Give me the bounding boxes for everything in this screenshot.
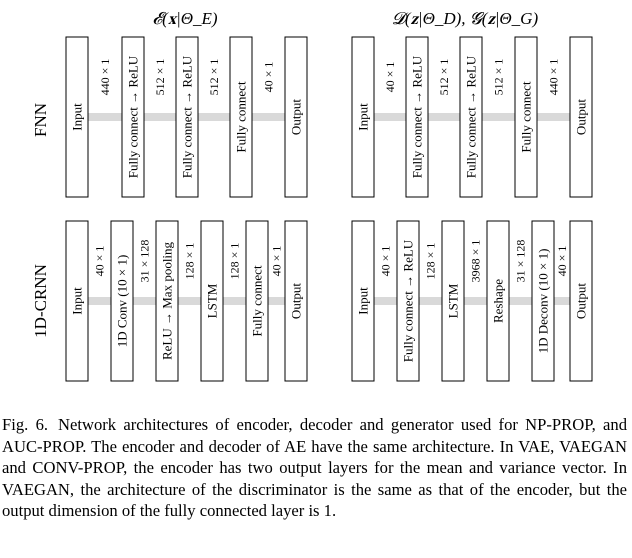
fnn-encoder-connector	[144, 113, 176, 121]
fnn-encoder-connector	[88, 113, 122, 121]
crnn-decoder-label-input: Input	[356, 287, 371, 315]
crnn-decoder-block-reshape	[486, 220, 510, 382]
fnn-decoder-dim-440-1: 440 × 1	[547, 59, 561, 96]
fnn-decoder-block-output	[569, 36, 593, 198]
fnn-encoder-block-fully-connect-relu	[121, 36, 145, 198]
crnn-decoder-label-lstm: LSTM	[446, 283, 461, 318]
crnn-encoder-connector	[268, 297, 285, 305]
fnn-encoder-label-input: Input	[70, 103, 85, 131]
crnn-decoder-label-fully-connect-relu: Fully connect → ReLU	[401, 239, 416, 362]
fnn-decoder-label-fully-connect-relu: Fully connect → ReLU	[464, 55, 479, 178]
crnn-encoder-block-relu-max-pooling	[155, 220, 179, 382]
fnn-decoder-block-fully-connect	[514, 36, 538, 198]
crnn-decoder-dim-3968-1: 3968 × 1	[469, 240, 483, 283]
fnn-encoder-panel: 440 × 1 512 × 1 512 × 1 40 × 1 Input Fully co…	[65, 36, 308, 198]
crnn-decoder-dim-40-1: 40 × 1	[555, 246, 569, 277]
caption-text: Network architectures of encoder, decode…	[2, 415, 627, 520]
figure-number: Fig. 6.	[2, 415, 49, 434]
crnn-decoder-dim-31-128: 31 × 128	[514, 240, 528, 283]
crnn-encoder-block-output	[284, 220, 308, 382]
fnn-encoder-label-output: Output	[289, 99, 304, 136]
fnn-encoder-block-output	[284, 36, 308, 198]
fnn-decoder-dim-512-1: 512 × 1	[437, 59, 451, 96]
crnn-encoder-label-1d-conv-10-1: 1D Conv (10 × 1)	[115, 255, 130, 348]
fnn-decoder-label-input: Input	[356, 103, 371, 131]
figure-caption: Fig. 6.Network architectures of encoder,…	[2, 414, 627, 522]
crnn-encoder-block-1d-conv-10-1	[110, 220, 134, 382]
row-label-crnn: 1D-CRNN	[31, 264, 50, 338]
fnn-encoder-label-fully-connect: Fully connect	[234, 81, 249, 153]
fnn-encoder-block-fully-connect	[229, 36, 253, 198]
fnn-encoder-connector	[252, 113, 285, 121]
architecture-diagram: 𝓔(𝐱|Θ_E) 𝓓(𝐳|Θ_D), 𝓖(𝐳|Θ_G) FNN 1D-CRNN …	[31, 9, 593, 382]
crnn-encoder-dim-128-1: 128 × 1	[183, 243, 197, 280]
fnn-decoder-dim-512-1: 512 × 1	[492, 59, 506, 96]
fnn-encoder-connector	[198, 113, 230, 121]
decoder-generator-header: 𝓓(𝐳|Θ_D), 𝓖(𝐳|Θ_G)	[392, 9, 539, 28]
fnn-encoder-block-fully-connect-relu	[175, 36, 199, 198]
crnn-decoder-block-lstm	[441, 220, 465, 382]
crnn-encoder-label-relu-max-pooling: ReLU → Max pooling	[160, 241, 175, 360]
fnn-encoder-dim-512-1: 512 × 1	[207, 59, 221, 96]
fnn-decoder-label-fully-connect: Fully connect	[519, 81, 534, 153]
crnn-encoder-dim-128-1: 128 × 1	[228, 243, 242, 280]
fnn-encoder-label-fully-connect-relu: Fully connect → ReLU	[180, 55, 195, 178]
fnn-encoder-label-fully-connect-relu: Fully connect → ReLU	[126, 55, 141, 178]
encoder-header: 𝓔(𝐱|Θ_E)	[152, 9, 218, 28]
crnn-decoder-label-output: Output	[574, 283, 589, 320]
crnn-decoder-panel: 40 × 1 128 × 1 3968 × 1 31 × 128 40 × 1 Input…	[351, 220, 593, 382]
crnn-decoder-connector	[554, 297, 570, 305]
crnn-decoder-connector	[509, 297, 532, 305]
crnn-encoder-connector	[133, 297, 156, 305]
fnn-decoder-dim-40-1: 40 × 1	[383, 62, 397, 93]
crnn-decoder-label-reshape: Reshape	[491, 279, 506, 323]
row-label-fnn: FNN	[31, 103, 50, 137]
fnn-decoder-connector	[374, 113, 406, 121]
fnn-decoder-label-fully-connect-relu: Fully connect → ReLU	[410, 55, 425, 178]
fnn-decoder-label-output: Output	[574, 99, 589, 136]
fnn-encoder-dim-512-1: 512 × 1	[153, 59, 167, 96]
crnn-decoder-block-fully-connect-relu	[396, 220, 420, 382]
fnn-encoder-block-input	[65, 36, 89, 198]
crnn-decoder-label-1d-deconv-10-1: 1D Deconv (10 × 1)	[536, 249, 551, 354]
crnn-encoder-label-lstm: LSTM	[205, 283, 220, 318]
crnn-encoder-block-lstm	[200, 220, 224, 382]
crnn-decoder-dim-40-1: 40 × 1	[379, 246, 393, 277]
crnn-encoder-label-fully-connect: Fully connect	[250, 265, 265, 337]
fnn-encoder-dim-440-1: 440 × 1	[98, 59, 112, 96]
crnn-encoder-panel: 40 × 1 31 × 128 128 × 1 128 × 1 40 × 1 Input 1…	[65, 220, 308, 382]
crnn-decoder-block-1d-deconv-10-1	[531, 220, 555, 382]
crnn-decoder-block-input	[351, 220, 375, 382]
crnn-encoder-label-input: Input	[70, 287, 85, 315]
fnn-decoder-connector	[428, 113, 460, 121]
crnn-decoder-connector	[374, 297, 397, 305]
crnn-encoder-dim-40-1: 40 × 1	[270, 246, 284, 277]
crnn-encoder-connector	[178, 297, 201, 305]
fnn-decoder-block-fully-connect-relu	[459, 36, 483, 198]
fnn-decoder-connector	[482, 113, 515, 121]
crnn-encoder-dim-40-1: 40 × 1	[93, 246, 107, 277]
crnn-decoder-connector	[419, 297, 442, 305]
fnn-decoder-connector	[537, 113, 570, 121]
crnn-encoder-connector	[88, 297, 111, 305]
crnn-encoder-block-input	[65, 220, 89, 382]
crnn-encoder-label-output: Output	[289, 283, 304, 320]
crnn-decoder-connector	[464, 297, 487, 305]
crnn-encoder-dim-31-128: 31 × 128	[138, 240, 152, 283]
crnn-decoder-block-output	[569, 220, 593, 382]
fnn-decoder-block-fully-connect-relu	[405, 36, 429, 198]
fnn-decoder-block-input	[351, 36, 375, 198]
fnn-encoder-dim-40-1: 40 × 1	[262, 62, 276, 93]
crnn-encoder-connector	[223, 297, 246, 305]
fnn-decoder-panel: 40 × 1 512 × 1 512 × 1 440 × 1 Input Fully co…	[351, 36, 593, 198]
crnn-encoder-block-fully-connect	[245, 220, 269, 382]
crnn-decoder-dim-128-1: 128 × 1	[424, 243, 438, 280]
